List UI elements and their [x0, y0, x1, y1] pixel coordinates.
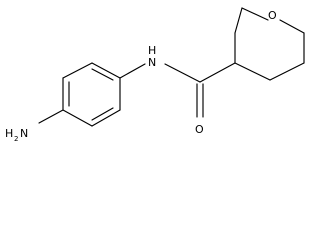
ring-bond-c4-c4a	[234, 62, 271, 81]
carbonyl-oxygen-label: O	[195, 123, 204, 136]
oxane-ring	[234, 7, 305, 81]
ring-bond-c5-c4	[269, 62, 305, 81]
amine-n-label: N	[20, 127, 28, 140]
chemical-structure-diagram: O N H O H 2 N	[5, 7, 305, 143]
bond-ring-to-carbonyl	[199, 62, 236, 83]
benzene-bond-bottom-left	[62, 109, 93, 127]
benzene-inner-bottom	[91, 107, 114, 121]
bond-aryl-to-amine	[38, 109, 64, 124]
bond-n-to-aryl	[119, 63, 146, 79]
amine-h-label: H	[5, 127, 13, 140]
ring-bond-c2-c3	[234, 7, 243, 34]
benzene-bond-top-right	[91, 62, 121, 79]
ring-bond-o-c6	[279, 19, 305, 34]
benzene-bond-top-left	[62, 62, 93, 79]
benzene-inner-top	[91, 68, 114, 81]
amine-subscript-label: 2	[14, 135, 18, 143]
bond-carbonyl-to-n	[164, 63, 201, 83]
amide-hydrogen-label: H	[148, 44, 156, 57]
amide-nitrogen-label: N	[148, 56, 156, 69]
ring-oxygen-label: O	[268, 9, 277, 22]
benzene-bond-bottom-right	[91, 109, 121, 127]
amide-group	[119, 62, 236, 118]
benzene-ring	[62, 62, 121, 127]
ring-bond-o-c2	[241, 7, 269, 21]
